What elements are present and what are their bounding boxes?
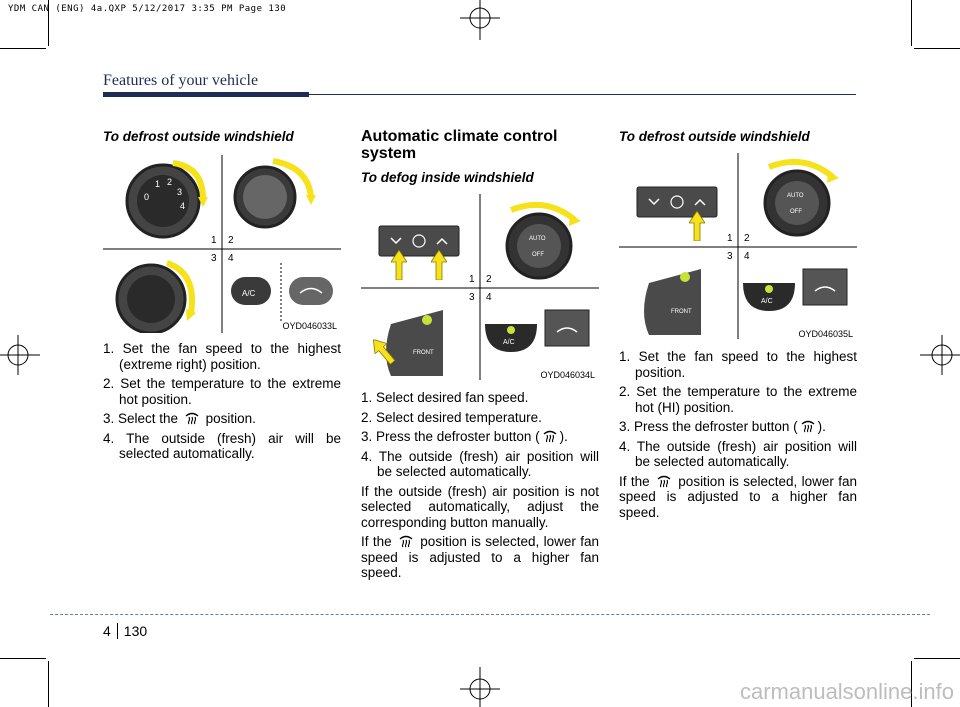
svg-text:1: 1 xyxy=(469,274,475,285)
figure-automatic-climate-defog: AUTO OFF FRONT A/C 1 2 3 4 OYD046034L xyxy=(361,194,599,382)
crop-mark xyxy=(911,0,912,46)
page-number-value: 130 xyxy=(123,623,148,639)
svg-text:OFF: OFF xyxy=(790,209,802,215)
svg-text:3: 3 xyxy=(469,292,475,303)
svg-text:AUTO: AUTO xyxy=(787,193,804,199)
page-number: 4 130 xyxy=(103,623,147,639)
figure-code: OYD046033L xyxy=(280,321,339,331)
instruction-list: 1. Set the fan speed to the highest (ext… xyxy=(103,341,341,462)
footer-rule xyxy=(50,614,930,615)
instruction-list: 1. Select desired fan speed. 2. Select d… xyxy=(361,390,599,480)
figure-manual-climate: 0 1 2 3 4 A/C 1 2 3 xyxy=(103,153,341,333)
list-item: 3. Press the defroster button (). xyxy=(619,419,826,434)
auto-climate-illustration: AUTO OFF FRONT A/C 1 2 3 4 xyxy=(619,153,857,339)
svg-text:3: 3 xyxy=(211,253,217,264)
svg-text:A/C: A/C xyxy=(761,298,773,305)
column-middle: Automatic climate control system To defo… xyxy=(361,128,599,585)
instruction-list: 1. Set the fan speed to the highest posi… xyxy=(619,349,857,470)
list-item: 1. Set the fan speed to the highest posi… xyxy=(619,349,857,380)
svg-text:0: 0 xyxy=(144,192,149,202)
watermark: carmanualsonline.info xyxy=(739,679,954,704)
svg-text:FRONT: FRONT xyxy=(413,350,434,356)
defrost-icon xyxy=(184,411,200,425)
list-item: 3. Press the defroster button (). xyxy=(361,429,568,444)
defrost-icon xyxy=(800,419,816,433)
svg-text:AUTO: AUTO xyxy=(529,236,546,242)
svg-text:2: 2 xyxy=(486,274,492,285)
list-item: 2. Set the temperature to the extreme ho… xyxy=(103,376,341,407)
list-item: 2. Set the temperature to the extreme ho… xyxy=(619,384,857,415)
defrost-icon xyxy=(398,534,414,548)
subheading: To defog inside windshield xyxy=(361,170,534,185)
list-item: 1. Set the fan speed to the highest (ext… xyxy=(103,341,341,372)
list-item: 1. Select desired fan speed. xyxy=(361,390,529,405)
header-rule xyxy=(103,92,309,97)
crop-mark xyxy=(0,658,46,659)
subheading: To defrost outside windshield xyxy=(103,129,294,144)
svg-text:A/C: A/C xyxy=(503,339,515,346)
crop-mark xyxy=(0,48,46,49)
svg-text:2: 2 xyxy=(167,177,172,187)
section-title: Automatic climate control system xyxy=(361,128,558,162)
paragraph: If the position is selected, lower fan s… xyxy=(619,473,857,520)
list-item: 4. The outside (fresh) air will be selec… xyxy=(103,430,341,462)
manual-climate-illustration: 0 1 2 3 4 A/C 1 2 3 xyxy=(103,153,341,333)
list-item: 3. Select the position. xyxy=(103,411,256,426)
crop-mark xyxy=(48,661,49,707)
svg-text:FRONT: FRONT xyxy=(671,309,692,315)
figure-code: OYD046034L xyxy=(538,370,597,380)
svg-text:4: 4 xyxy=(228,253,234,264)
svg-text:1: 1 xyxy=(211,235,217,246)
print-slug: YDM CAN (ENG) 4a.QXP 5/12/2017 3:35 PM P… xyxy=(8,4,287,14)
crop-mark xyxy=(914,658,960,659)
svg-text:3: 3 xyxy=(177,187,182,197)
auto-climate-illustration: AUTO OFF FRONT A/C 1 2 3 4 xyxy=(361,194,599,380)
svg-text:4: 4 xyxy=(180,201,185,211)
chapter-number: 4 xyxy=(103,623,118,639)
registration-mark-icon xyxy=(920,335,960,375)
page-header-title: Features of your vehicle xyxy=(103,72,259,89)
figure-code: OYD046035L xyxy=(796,329,855,339)
defrost-icon xyxy=(542,429,558,443)
svg-text:1: 1 xyxy=(155,179,160,189)
crop-mark xyxy=(48,0,49,46)
figure-automatic-climate-defrost: AUTO OFF FRONT A/C 1 2 3 4 OYD046035L xyxy=(619,153,857,341)
svg-text:2: 2 xyxy=(228,235,234,246)
list-item: 2. Select desired temperature. xyxy=(361,409,542,425)
column-left: To defrost outside windshield 0 1 2 3 4 xyxy=(103,128,341,466)
svg-text:1: 1 xyxy=(727,233,733,244)
svg-text:A/C: A/C xyxy=(242,289,256,298)
list-item: 4. The outside (fresh) air position will… xyxy=(361,448,599,480)
crop-mark xyxy=(911,661,912,707)
registration-mark-icon xyxy=(0,335,40,375)
svg-text:4: 4 xyxy=(486,292,492,303)
crop-mark xyxy=(914,48,960,49)
registration-mark-icon xyxy=(460,0,500,40)
svg-text:2: 2 xyxy=(744,233,750,244)
column-right: To defrost outside windshield AUTO OFF F… xyxy=(619,128,857,524)
registration-mark-icon xyxy=(460,667,500,707)
paragraph: If the position is selected, lower fan s… xyxy=(361,534,599,580)
header-rule xyxy=(309,94,856,96)
svg-text:3: 3 xyxy=(727,251,733,262)
svg-text:OFF: OFF xyxy=(532,252,544,258)
defrost-icon xyxy=(656,474,672,488)
list-item: 4. The outside (fresh) air position will… xyxy=(619,438,857,470)
svg-text:4: 4 xyxy=(744,251,750,262)
paragraph: If the outside (fresh) air position is n… xyxy=(361,483,599,530)
subheading: To defrost outside windshield xyxy=(619,129,810,144)
